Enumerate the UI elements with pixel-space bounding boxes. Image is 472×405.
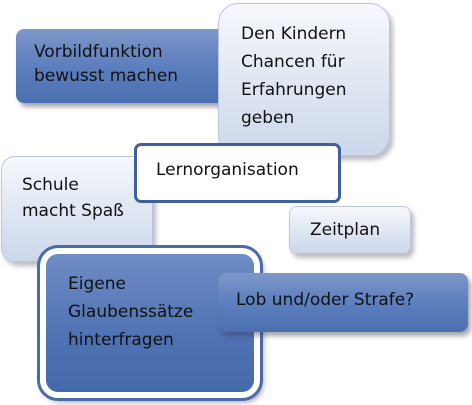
vorbildfunktion-line-1: Vorbildfunktion (34, 42, 163, 62)
chancen-line-1: Den Kindern (241, 24, 347, 44)
schule-line-1: Schule (22, 175, 79, 195)
concept-box-zeitplan: Zeitplan (289, 206, 411, 254)
lob-strafe-label: Lob und/oder Strafe? (236, 290, 415, 310)
schule-line-2: macht Spaß (22, 201, 124, 221)
chancen-line-2: Chancen für (241, 52, 345, 72)
concept-box-lob-strafe: Lob und/oder Strafe? (218, 273, 468, 332)
lernorganisation-label: Lernorganisation (156, 160, 299, 180)
chancen-line-3: Erfahrungen (241, 80, 347, 100)
concept-box-schule: Schule macht Spaß (1, 156, 153, 262)
vorbildfunktion-line-2: bewusst machen (34, 66, 179, 86)
zeitplan-label: Zeitplan (310, 220, 381, 240)
concept-box-vorbildfunktion: Vorbildfunktion bewusst machen (16, 29, 232, 103)
concept-box-chancen: Den Kindern Chancen für Erfahrungen gebe… (218, 3, 390, 156)
glaubenssaetze-line-3: hinterfragen (68, 330, 174, 350)
concept-box-lernorganisation: Lernorganisation (134, 143, 341, 203)
chancen-line-4: geben (241, 108, 295, 128)
glaubenssaetze-line-1: Eigene (68, 274, 126, 294)
glaubenssaetze-line-2: Glaubenssätze (68, 302, 194, 322)
